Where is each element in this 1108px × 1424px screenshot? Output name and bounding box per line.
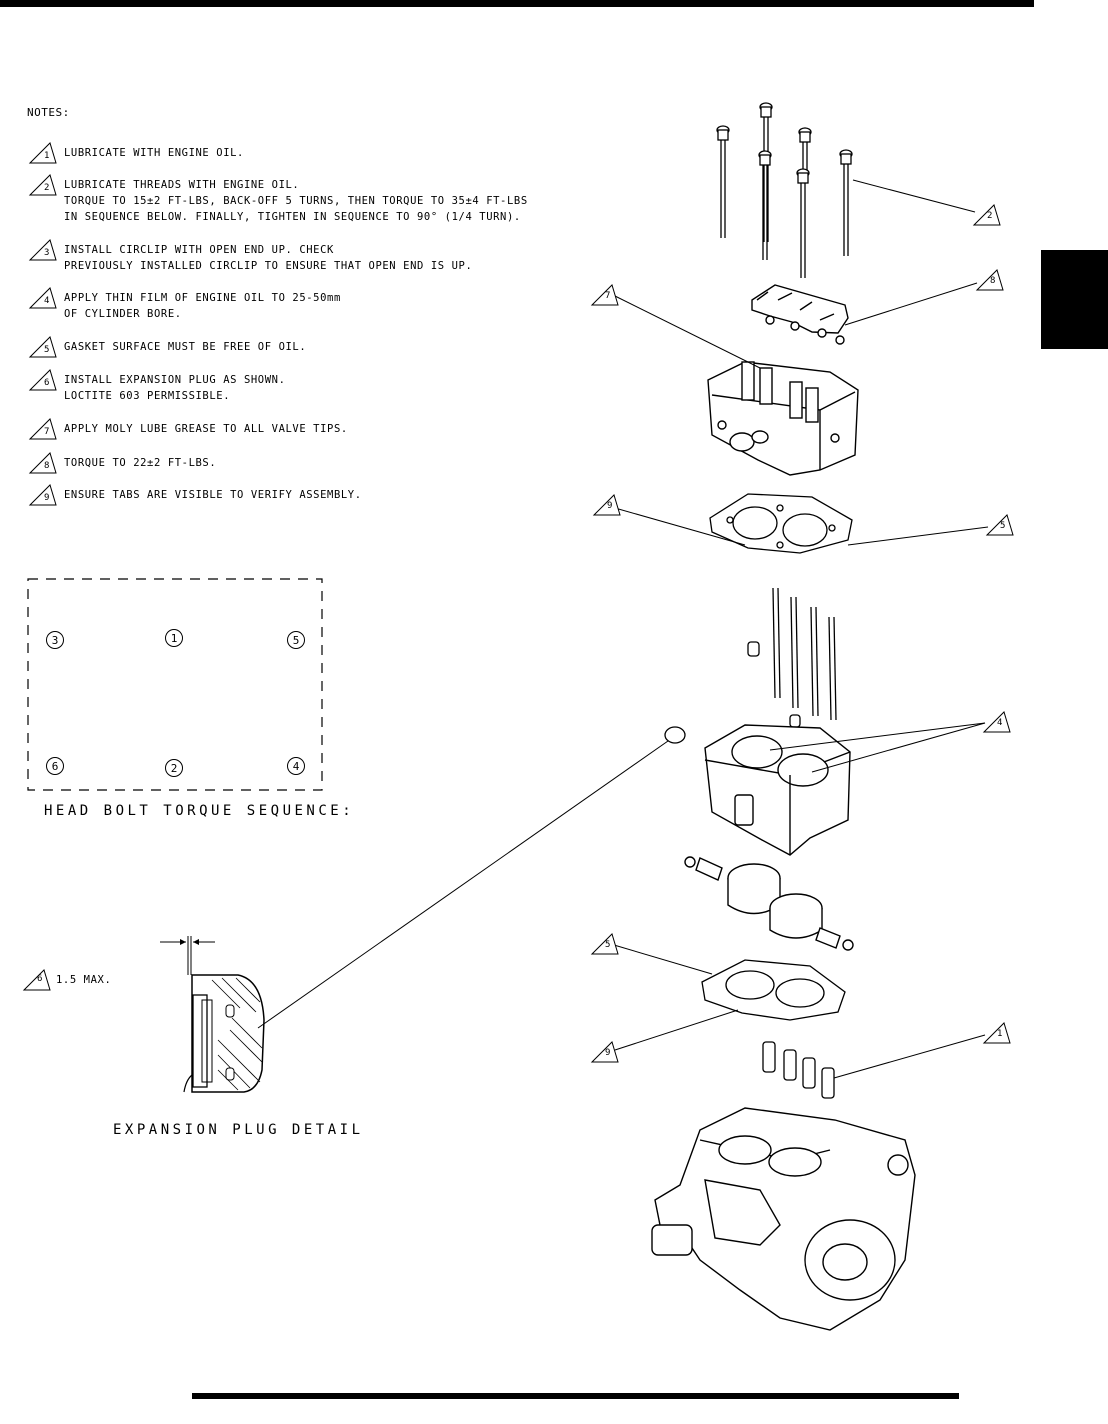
note-line: LUBRICATE WITH ENGINE OIL. (64, 147, 244, 159)
note-line: IN SEQUENCE BELOW. FINALLY, TIGHTEN IN S… (64, 211, 521, 223)
note-line: GASKET SURFACE MUST BE FREE OF OIL. (64, 341, 307, 353)
note-line: LUBRICATE THREADS WITH ENGINE OIL. (64, 179, 300, 191)
callout-9: 9 (592, 493, 622, 517)
callout-triangle-icon (590, 1041, 619, 1063)
note-line: APPLY MOLY LUBE GREASE TO ALL VALVE TIPS… (64, 423, 348, 435)
callout-triangle-icon (592, 494, 621, 516)
callout-8: 8 (975, 268, 1005, 292)
note-triangle-icon (28, 452, 57, 474)
bolt-sequence-number: 1 (165, 629, 183, 647)
notes-heading: NOTES: (27, 106, 70, 119)
callout-triangle-icon (972, 204, 1001, 226)
callout-1: 1 (982, 1021, 1012, 1045)
base-gasket (701, 959, 846, 1021)
callout-9-lower: 9 (590, 1040, 620, 1064)
note-line: INSTALL CIRCLIP WITH OPEN END UP. CHECK (64, 244, 334, 256)
top-rule (0, 0, 1034, 7)
note-triangle-icon (28, 142, 57, 164)
note-line: APPLY THIN FILM OF ENGINE OIL TO 25-50mm (64, 292, 341, 304)
callout-triangle-icon (985, 514, 1014, 536)
callout-triangle-icon (590, 284, 619, 306)
note-line: INSTALL EXPANSION PLUG AS SHOWN. (64, 374, 286, 386)
bolt-sequence-number: 2 (165, 759, 183, 777)
bottom-rule (192, 1393, 959, 1399)
expansion-plug (664, 726, 686, 744)
pistons (684, 856, 854, 951)
torque-sequence-caption: HEAD BOLT TORQUE SEQUENCE: (44, 803, 355, 819)
note-line: TORQUE TO 15±2 FT-LBS, BACK-OFF 5 TURNS,… (64, 195, 528, 207)
callout-5-lower: 5 (590, 932, 620, 956)
callout-2: 2 (972, 203, 1002, 227)
note-triangle-icon (28, 369, 57, 391)
cylinder-studs (747, 587, 837, 728)
callout-5: 5 (985, 513, 1015, 537)
note-triangle-icon (28, 418, 57, 440)
callout-triangle-icon (590, 933, 619, 955)
note-line: LOCTITE 603 PERMISSIBLE. (64, 390, 231, 402)
note-triangle-icon (28, 336, 57, 358)
note-triangle-icon (28, 239, 57, 261)
note-triangle-icon (28, 174, 57, 196)
head-gasket-upper (709, 493, 853, 554)
note-triangle-icon (28, 484, 57, 506)
note-line: TORQUE TO 22±2 FT-LBS. (64, 457, 217, 469)
callout-triangle-icon (982, 711, 1011, 733)
bolt-sequence-number: 4 (287, 757, 305, 775)
note-triangle-icon (22, 969, 51, 991)
bolt-sequence-number: 6 (46, 757, 64, 775)
note-line: PREVIOUSLY INSTALLED CIRCLIP TO ENSURE T… (64, 260, 473, 272)
note-triangle-icon (28, 287, 57, 309)
expansion-plug-caption: EXPANSION PLUG DETAIL (113, 1122, 364, 1138)
lifters (762, 1041, 835, 1099)
rocker-arms (751, 284, 849, 345)
cylinder-block (704, 724, 851, 856)
section-tab (1041, 250, 1108, 349)
callout-triangle-icon (975, 269, 1004, 291)
note-line: OF CYLINDER BORE. (64, 308, 182, 320)
crankcase (651, 1107, 916, 1331)
bolt-sequence-number: 3 (46, 631, 64, 649)
bolt-sequence-number: 5 (287, 631, 305, 649)
cylinder-head (707, 361, 859, 476)
head-bolts (716, 102, 853, 278)
callout-4: 4 (982, 710, 1012, 734)
callout-7: 7 (590, 283, 620, 307)
callout-triangle-icon (982, 1022, 1011, 1044)
note-line: ENSURE TABS ARE VISIBLE TO VERIFY ASSEMB… (64, 489, 362, 501)
